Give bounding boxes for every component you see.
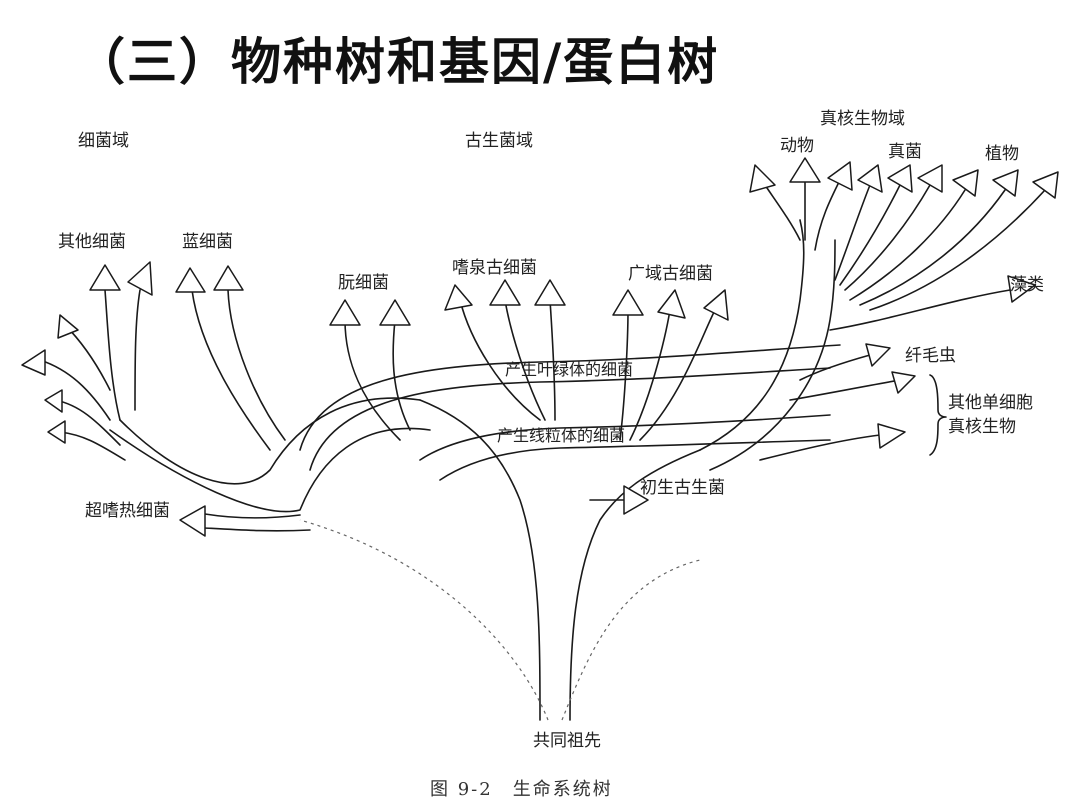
arrow-korarchaeota: [623, 485, 649, 515]
trunk-right-edge: [569, 449, 701, 721]
crenarchaeota-stem-2: [504, 299, 546, 421]
mitochondria-transfer-top: [419, 414, 831, 461]
arrow-euryarchaeota-1: [612, 289, 644, 316]
other-bacteria-side-1: [39, 359, 111, 421]
cyanobacteria-stem-b: [227, 289, 286, 441]
hyperthermophile-branch-lower: [204, 527, 311, 532]
plant-stem-3: [869, 189, 1046, 311]
other-bacteria-side-3: [59, 431, 126, 461]
arrow-animal-1: [749, 164, 776, 193]
arrow-other-bacteria-3: [21, 349, 46, 376]
label-plants: 植物: [985, 144, 1019, 164]
arrow-euryarchaeota-2: [657, 289, 686, 319]
bacteria-branch-lower: [109, 427, 431, 513]
fungi-stem-3: [844, 184, 931, 291]
arrow-animal-2: [789, 157, 821, 183]
arrow-crenarchaeota-1: [444, 284, 473, 311]
arrow-fungi-2: [887, 164, 913, 193]
arrow-plant-3: [1032, 171, 1059, 199]
bacteria-branch-upper: [119, 397, 421, 485]
trunk-left-edge: [419, 399, 541, 721]
arrow-euryarchaeota-3: [703, 289, 729, 321]
arrow-plant-1: [952, 169, 979, 197]
chloroplast-transfer-top: [299, 344, 841, 451]
arrow-hyperthermophiles: [179, 505, 206, 537]
other-bacteria-stem-b: [134, 289, 141, 411]
arrow-fungi-1: [857, 164, 883, 193]
eukarya-trunk-left: [699, 219, 805, 451]
label-algae: 藻类: [1010, 275, 1044, 295]
arrow-cyanobacteria-2: [213, 265, 244, 291]
label-mitochondria-transfer: 产生线粒体的细菌: [497, 426, 625, 445]
label-ciliates: 纤毛虫: [905, 346, 956, 366]
fungi-stem-1: [834, 184, 871, 281]
arrow-other-bacteria-1: [89, 264, 121, 291]
tree-branches: [39, 174, 1046, 721]
label-animals: 动物: [780, 136, 814, 156]
label-archaea-domain: 古生菌域: [465, 131, 533, 151]
animal-stem-1: [764, 184, 801, 241]
label-euryarchaeota: 广域古细菌: [628, 264, 713, 284]
other-bacteria-stem-a: [104, 289, 121, 421]
arrowheads: [21, 157, 1059, 537]
mitochondria-transfer-bottom: [439, 439, 831, 481]
label-thermoproteus: 朊细菌: [338, 273, 389, 293]
arrow-other-bacteria-5: [47, 420, 66, 444]
fungi-stem-2: [839, 184, 901, 286]
slide-title: （三）物种树和基因/蛋白树: [75, 33, 720, 91]
label-common-ancestor: 共同祖先: [533, 731, 601, 751]
label-bacteria-domain: 细菌域: [78, 131, 129, 151]
ciliate-stem: [799, 354, 871, 381]
eukarya-trunk-right: [709, 239, 836, 471]
root-dashed-right: [561, 559, 701, 721]
arrow-fungi-3: [917, 164, 943, 193]
other-bacteria-side-4: [64, 324, 111, 391]
label-chloroplast-transfer: 产生叶绿体的细菌: [505, 360, 633, 379]
hyperthermophile-branch: [204, 513, 301, 519]
label-korarchaeota: 初生古生菌: [640, 478, 725, 498]
figure-caption: 图 9-2 生命系统树: [430, 779, 613, 800]
cyanobacteria-stem-a: [191, 289, 271, 451]
arrow-ciliates: [865, 343, 891, 367]
arrow-prokaryote-a-2: [379, 299, 411, 326]
label-crenarchaeota: 嗜泉古细菌: [452, 258, 537, 278]
arrow-other-bacteria-2: [127, 261, 153, 296]
plant-stem-1: [849, 189, 966, 301]
chloroplast-transfer-bottom: [309, 367, 831, 471]
crenarchaeota-stem-3: [549, 299, 556, 421]
plant-stem-2: [859, 189, 1006, 306]
animal-stem-3: [814, 179, 841, 251]
arrow-other-eukaryotes-2: [877, 423, 906, 449]
prokaryote-a-stem-1: [344, 319, 401, 441]
label-cyanobacteria: 蓝细菌: [182, 232, 233, 252]
diagram-labels: 细菌域 古生菌域 真核生物域 其他细菌 蓝细菌 超嗜热细菌 朊细菌 嗜泉古细菌 …: [58, 109, 1044, 800]
label-fungi: 真菌: [888, 142, 922, 162]
protist-stem-1: [789, 379, 901, 401]
prokaryote-a-stem-2: [392, 319, 411, 431]
arrow-plant-2: [992, 169, 1019, 197]
protist-bracket: [929, 374, 947, 456]
arrow-other-bacteria-4: [44, 389, 63, 413]
arrow-cyanobacteria-1: [175, 267, 206, 293]
label-other-bacteria: 其他细菌: [58, 232, 126, 252]
protist-stem-2: [759, 434, 881, 461]
label-other-eukaryotes-line1: 其他单细胞: [948, 393, 1033, 413]
label-hyperthermophiles: 超嗜热细菌: [85, 501, 170, 521]
arrow-other-eukaryotes-1: [891, 371, 916, 394]
root-dashed-left: [299, 519, 549, 721]
euryarchaeota-stem-2: [629, 309, 671, 441]
arrow-crenarchaeota-3: [534, 279, 566, 306]
label-eukarya-domain: 真核生物域: [820, 109, 905, 129]
arrow-other-bacteria-6: [57, 314, 79, 339]
label-other-eukaryotes-line2: 真核生物: [948, 417, 1016, 437]
arrow-crenarchaeota-2: [489, 279, 521, 306]
arrow-prokaryote-a-1: [329, 299, 361, 326]
algae-stem: [829, 289, 1011, 331]
arrow-animal-3: [827, 161, 853, 191]
arrow-algae: [1007, 275, 1036, 303]
